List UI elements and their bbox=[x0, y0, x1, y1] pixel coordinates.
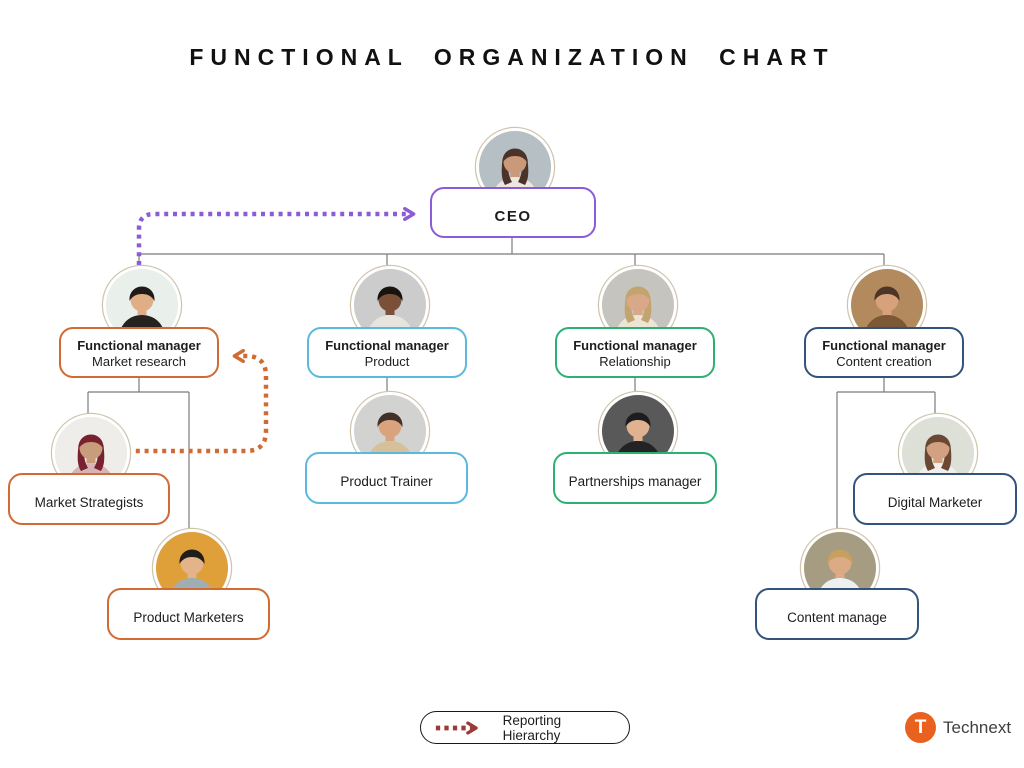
node-product-marketers: Product Marketers bbox=[107, 588, 270, 640]
node-market-strategists: Market Strategists bbox=[8, 473, 170, 525]
manager-role-label: Functional manager bbox=[573, 338, 697, 353]
node-label: Market Strategists bbox=[34, 495, 144, 510]
reporting-arrow-to-ceo bbox=[136, 207, 416, 265]
manager-node-content-creation: Functional manager Content creation bbox=[804, 327, 964, 378]
manager-node-market-research: Functional manager Market research bbox=[59, 327, 219, 378]
manager-role-label: Functional manager bbox=[822, 338, 946, 353]
ceo-label: CEO bbox=[494, 208, 532, 225]
technext-logo-icon: T bbox=[905, 712, 936, 743]
dotted-arrow-icon bbox=[435, 720, 478, 735]
reporting-arrow-to-market-research bbox=[127, 349, 269, 454]
node-label: Digital Marketer bbox=[887, 495, 983, 510]
manager-node-product: Functional manager Product bbox=[307, 327, 467, 378]
node-label: Product Marketers bbox=[133, 610, 244, 625]
node-digital-marketer: Digital Marketer bbox=[853, 473, 1017, 525]
manager-dept-label: Market research bbox=[92, 354, 186, 369]
brand-name: Technext bbox=[943, 717, 1012, 737]
node-label: Content manage bbox=[787, 610, 887, 625]
page-title: FUNCTIONAL ORGANIZATION CHART bbox=[189, 44, 835, 70]
node-label: Product Trainer bbox=[340, 474, 433, 489]
manager-node-relationship: Functional manager Relationship bbox=[555, 327, 715, 378]
node-content-manager: Content manage bbox=[755, 588, 919, 640]
node-partnerships-manager: Partnerships manager bbox=[553, 452, 717, 504]
manager-dept-label: Content creation bbox=[836, 354, 932, 369]
manager-dept-label: Relationship bbox=[599, 354, 671, 369]
manager-dept-label: Product bbox=[364, 354, 410, 369]
hierarchy-tree-lines bbox=[87, 238, 936, 530]
manager-role-label: Functional manager bbox=[77, 338, 201, 353]
legend: Reporting Hierarchy bbox=[420, 711, 630, 744]
brand-logo: T Technext bbox=[905, 712, 1011, 743]
legend-label: Reporting Hierarchy bbox=[502, 712, 562, 743]
ceo-node: CEO bbox=[430, 187, 596, 238]
node-label: Partnerships manager bbox=[568, 474, 702, 489]
node-product-trainer: Product Trainer bbox=[305, 452, 468, 504]
manager-role-label: Functional manager bbox=[325, 338, 449, 353]
